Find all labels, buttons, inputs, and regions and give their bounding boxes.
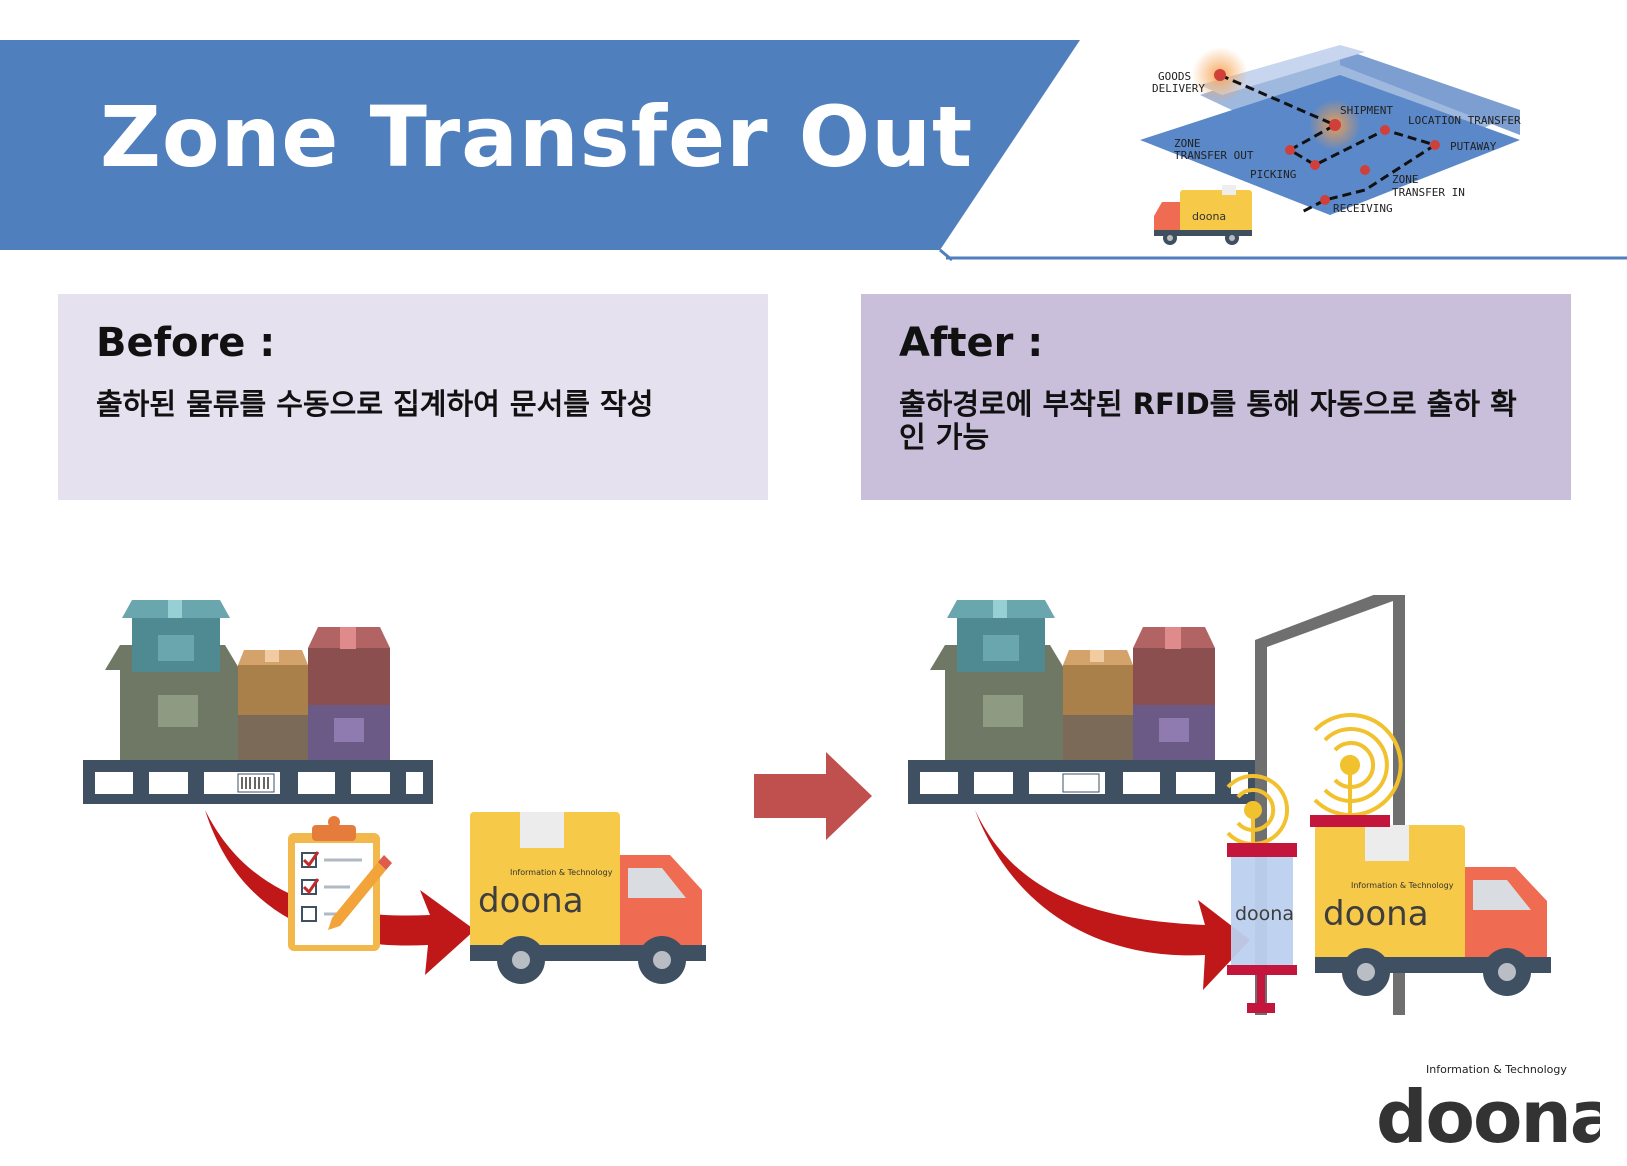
before-panel: Before : 출하된 물류를 수동으로 집계하여 문서를 작성 <box>58 294 768 500</box>
pallet-conveyor <box>908 760 1258 804</box>
map-label-location-transfer: LOCATION TRANSFER <box>1408 114 1521 127</box>
reader-brand-name: doona <box>1235 903 1294 925</box>
transition-arrow-icon <box>754 752 872 840</box>
boxes-group <box>930 600 1215 760</box>
map-label-zone-transfer-out-1: ZONE <box>1174 137 1201 150</box>
logo-tagline: Information & Technology <box>1426 1063 1567 1076</box>
map-label-receiving: RECEIVING <box>1333 202 1393 215</box>
delivery-truck-icon: Information & Technology doona <box>1315 825 1551 996</box>
map-label-zone-transfer-in-1: ZONE <box>1392 173 1419 186</box>
map-label-zone-transfer-in-2: TRANSFER IN <box>1392 186 1465 199</box>
warehouse-map-illustration: GOODS DELIVERY SHIPMENT LOCATION TRANSFE… <box>1140 45 1521 245</box>
before-heading: Before : <box>96 320 276 366</box>
flow-arrow <box>975 810 1250 990</box>
doona-logo: Information & Technology doona <box>1376 1063 1600 1158</box>
rfid-reader-device: doona <box>1227 843 1297 1013</box>
mini-truck-icon: doona <box>1154 185 1252 245</box>
pallet-conveyor <box>83 760 433 804</box>
after-heading: After : <box>899 320 1044 366</box>
truck-tagline: Information & Technology <box>510 868 613 877</box>
checklist-clipboard-icon <box>288 816 392 951</box>
boxes-group <box>105 600 390 760</box>
map-label-goods-delivery-2: DELIVERY <box>1152 82 1205 95</box>
after-scene-illustration: Information & Technology doona doona <box>908 595 1551 1015</box>
rfid-reader-mount <box>1310 815 1390 827</box>
map-label-shipment: SHIPMENT <box>1340 104 1393 117</box>
truck-brand-name: doona <box>478 881 584 921</box>
logo-brand-name: doona <box>1376 1075 1600 1158</box>
after-panel: After : 출하경로에 부착된 RFID를 통해 자동으로 출하 확인 가능 <box>861 294 1571 500</box>
truck-tagline: Information & Technology <box>1351 881 1454 890</box>
map-label-picking: PICKING <box>1250 168 1296 181</box>
truck-brand-name: doona <box>1323 894 1429 934</box>
banner-underline <box>946 256 1627 260</box>
after-description: 출하경로에 부착된 RFID를 통해 자동으로 출하 확인 가능 <box>899 387 1517 455</box>
delivery-truck-icon: Information & Technology doona <box>470 812 706 984</box>
flow-arrow <box>205 810 475 975</box>
map-label-putaway: PUTAWAY <box>1450 140 1497 153</box>
svg-text:doona: doona <box>1192 210 1226 223</box>
before-description: 출하된 물류를 수동으로 집계하여 문서를 작성 <box>96 387 654 421</box>
page-title: Zone Transfer Out <box>100 88 974 186</box>
map-label-zone-transfer-out-2: TRANSFER OUT <box>1174 149 1254 162</box>
rfid-signal-icon <box>1313 713 1403 820</box>
before-scene-illustration: Information & Technology doona <box>83 600 706 984</box>
map-label-goods-delivery-1: GOODS <box>1158 70 1191 83</box>
rfid-gate <box>1255 595 1405 1015</box>
